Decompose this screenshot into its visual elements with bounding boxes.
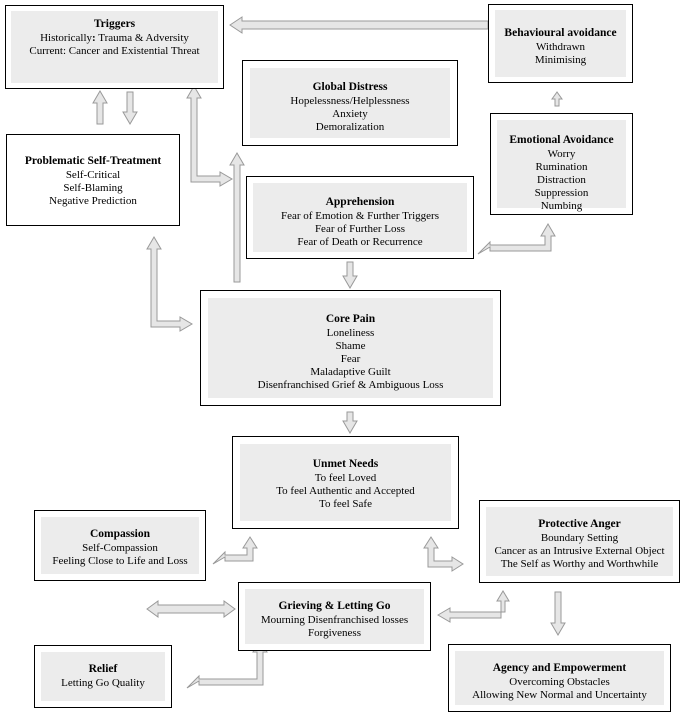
compassion-line-2: Feeling Close to Life and Loss: [52, 555, 188, 567]
unmet-needs-box: Unmet Needs To feel Loved To feel Authen…: [232, 436, 459, 529]
protective-anger-box: Protective Anger Boundary Setting Cancer…: [479, 500, 680, 583]
relief-line-1: Letting Go Quality: [61, 677, 145, 689]
arrow-anger-to-agency: [550, 591, 566, 636]
arrow-grieving-anger: [437, 590, 510, 623]
agency-line-1: Overcoming Obstacles: [509, 676, 610, 688]
protective-anger-line-3: The Self as Worthy and Worthwhile: [500, 558, 659, 570]
arrow-problematic-to-triggers: [92, 90, 108, 125]
global-distress-line-2: Anxiety: [332, 108, 368, 120]
arrow-apprehension-to-corepain: [342, 261, 358, 289]
triggers-current: Current: Cancer and Existential Threat: [29, 45, 200, 57]
protective-anger-title: Protective Anger: [538, 518, 621, 530]
emotional-avoidance-line-5: Numbing: [540, 200, 583, 212]
triggers-box: Triggers Historically: Trauma & Adversit…: [5, 5, 224, 89]
unmet-needs-line-1: To feel Loved: [314, 472, 377, 484]
problematic-self-treatment-title: Problematic Self-Treatment: [24, 155, 162, 167]
apprehension-line-2: Fear of Further Loss: [314, 223, 406, 235]
triggers-historically: Historically: Trauma & Adversity: [40, 32, 189, 44]
behavioural-avoidance-box: Behavioural avoidance Withdrawn Minimisi…: [488, 4, 633, 83]
problematic-self-treatment-box: Problematic Self-Treatment Self-Critical…: [6, 134, 180, 226]
protective-anger-line-2: Cancer as an Intrusive External Object: [494, 545, 665, 557]
problematic-self-treatment-line-2: Self-Blaming: [63, 182, 123, 194]
arrow-emotional-to-behavioural: [551, 91, 563, 107]
compassion-box: Compassion Self-Compassion Feeling Close…: [34, 510, 206, 581]
arrow-corepain-to-unmet: [342, 411, 358, 434]
emotional-avoidance-line-4: Suppression: [534, 187, 589, 199]
apprehension-title: Apprehension: [325, 196, 395, 208]
core-pain-line-3: Fear: [340, 353, 361, 365]
arrow-apprehension-emotional: [477, 223, 556, 255]
agency-title: Agency and Empowerment: [492, 662, 627, 674]
arrow-compassion-grieving: [146, 600, 236, 618]
emotional-avoidance-line-2: Rumination: [535, 161, 588, 173]
unmet-needs-line-2: To feel Authentic and Accepted: [276, 485, 415, 497]
global-distress-line-1: Hopelessness/Helplessness: [290, 95, 410, 107]
core-pain-line-2: Shame: [335, 340, 366, 352]
apprehension-line-1: Fear of Emotion & Further Triggers: [281, 210, 439, 222]
grieving-title: Grieving & Letting Go: [278, 600, 391, 612]
behavioural-avoidance-line-1: Withdrawn: [535, 41, 586, 53]
behavioural-avoidance-line-2: Minimising: [534, 54, 587, 66]
grieving-line-2: Forgiveness: [308, 627, 361, 639]
core-pain-line-4: Maladaptive Guilt: [310, 366, 391, 378]
core-pain-line-5: Disenfranchised Grief & Ambiguous Loss: [257, 379, 444, 391]
agency-box: Agency and Empowerment Overcoming Obstac…: [448, 644, 671, 712]
problematic-self-treatment-line-1: Self-Critical: [65, 169, 121, 181]
arrow-unmet-compassion: [212, 536, 258, 565]
global-distress-line-3: Demoralization: [315, 121, 385, 133]
arrow-corepain-to-global: [229, 152, 245, 283]
unmet-needs-line-3: To feel Safe: [319, 498, 372, 510]
arrow-problematic-corepain: [146, 236, 193, 332]
emotional-avoidance-line-3: Distraction: [537, 174, 586, 186]
arrow-behavioural-to-triggers: [229, 16, 489, 34]
grieving-box: Grieving & Letting Go Mourning Disenfran…: [238, 582, 431, 651]
global-distress-box: Global Distress Hopelessness/Helplessnes…: [242, 60, 458, 146]
unmet-needs-title: Unmet Needs: [312, 458, 379, 470]
grieving-line-1: Mourning Disenfranchised losses: [260, 614, 409, 626]
core-pain-title: Core Pain: [325, 313, 376, 325]
compassion-line-1: Self-Compassion: [82, 542, 158, 554]
compassion-title: Compassion: [89, 528, 151, 540]
relief-title: Relief: [88, 663, 118, 675]
emotional-avoidance-box: Emotional Avoidance Worry Rumination Dis…: [490, 113, 633, 215]
emotional-avoidance-title: Emotional Avoidance: [509, 134, 614, 146]
apprehension-line-3: Fear of Death or Recurrence: [297, 236, 423, 248]
behavioural-avoidance-title: Behavioural avoidance: [504, 27, 617, 39]
arrow-triggers-apprehension: [186, 85, 233, 187]
triggers-title: Triggers: [93, 18, 136, 30]
apprehension-box: Apprehension Fear of Emotion & Further T…: [246, 176, 474, 259]
global-distress-title: Global Distress: [312, 81, 388, 93]
core-pain-line-1: Loneliness: [326, 327, 375, 339]
problematic-self-treatment-line-3: Negative Prediction: [49, 195, 137, 207]
arrow-triggers-to-problematic: [122, 91, 138, 125]
emotional-avoidance-line-1: Worry: [547, 148, 576, 160]
protective-anger-line-1: Boundary Setting: [540, 532, 619, 544]
arrow-unmet-anger: [423, 536, 464, 572]
relief-box: Relief Letting Go Quality: [34, 645, 172, 708]
core-pain-box: Core Pain Loneliness Shame Fear Maladapt…: [200, 290, 501, 406]
agency-line-2: Allowing New Normal and Uncertainty: [472, 689, 647, 701]
